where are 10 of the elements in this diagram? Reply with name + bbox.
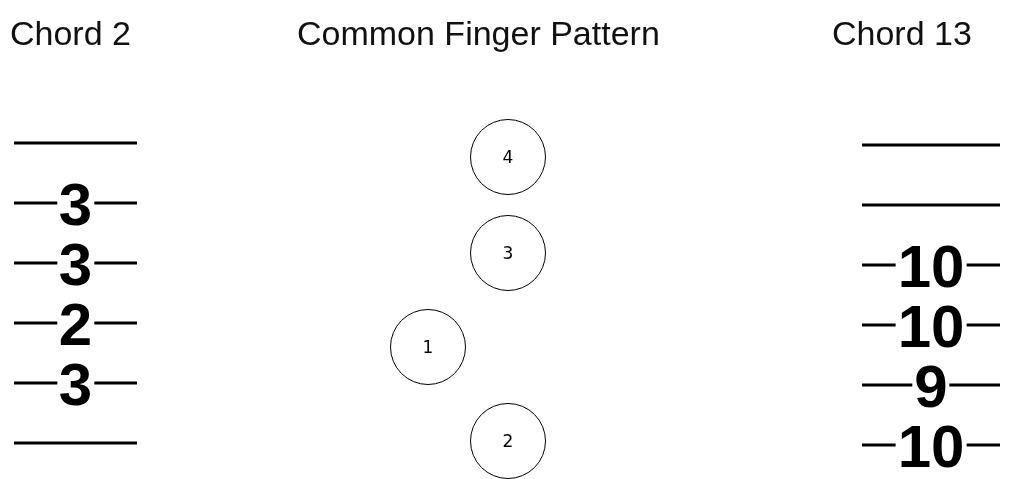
fret-number: 3 [56,361,95,409]
heading: Chord 13 [832,14,972,53]
fret-number: 3 [56,241,95,289]
heading: Common Finger Pattern [297,14,660,53]
fret-number: 3 [56,181,95,229]
fret-number: 10 [895,243,967,291]
fret-number: 9 [912,363,950,411]
heading: Chord 2 [10,14,131,53]
fret-number: 10 [895,303,967,351]
fret-number: 10 [895,423,967,471]
